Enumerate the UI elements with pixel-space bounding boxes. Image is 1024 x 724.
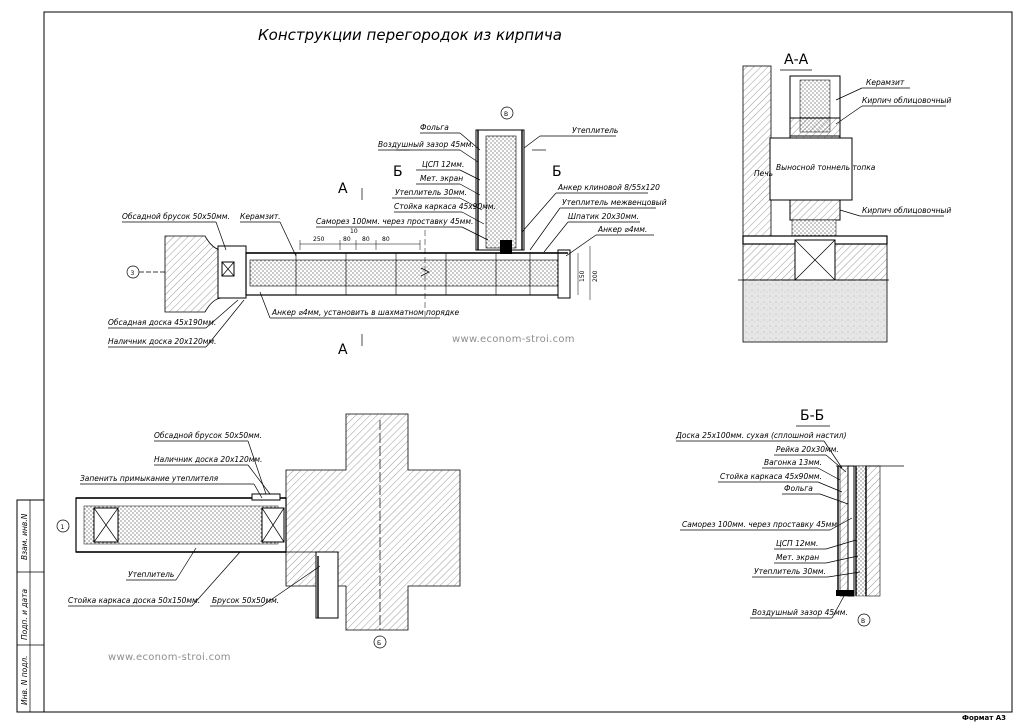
label-bb-air-gap: Воздушный зазор 45мм.: [752, 608, 848, 617]
center-label-group: Фольга Воздушный зазор 45мм. ЦСП 12мм. М…: [316, 123, 496, 241]
label-pb-brusok: Брусок 50x50мм.: [212, 596, 279, 605]
label-anchor-wedge: Анкер клиновой 8/55x120: [557, 183, 660, 192]
label-bb-samorez: Саморез 100мм. через проставку 45мм.: [682, 520, 839, 529]
label-aa-tunnel: Выносной тоннель топка: [776, 163, 876, 172]
label-keramzit-top: Керамзит.: [240, 212, 281, 221]
label-shpatik: Шпатик 20x30мм.: [568, 212, 639, 221]
label-uteplitel-top: Утеплитель: [572, 126, 618, 135]
section-bb: Б-Б В Доска 25x100мм. сухая (сплошной на…: [675, 408, 904, 627]
format-label: Формат А3: [962, 714, 1006, 722]
label-nalichnik-top: Наличник доска 20x120мм.: [108, 337, 216, 346]
watermark-bottom: www.econom-stroi.com: [108, 652, 231, 663]
stamp-strip: Взам. инв.N Подп. и дата Инв. N подл.: [16, 499, 45, 713]
stamp-replace-inv: Взам. инв.N: [20, 513, 29, 560]
label-bb-stoika: Стойка каркаса 45x90мм.: [720, 472, 822, 481]
right-label-group: Утеплитель Анкер клиновой 8/55x120 Утепл…: [521, 126, 667, 257]
sheet-frame: [43, 11, 1013, 713]
section-aa: А-А Керамзит Кирпич облицовочный Печь Вы…: [738, 52, 951, 343]
label-bb-doska: Доска 25x100мм. сухая (сплошной настил): [675, 431, 847, 440]
label-interventsovy: Утеплитель межвенцовый: [562, 198, 667, 207]
label-bb-folga: Фольга: [784, 484, 813, 493]
dim-200: 200: [592, 270, 599, 282]
label-pb-stoika: Стойка каркаса доска 50x150мм.: [68, 596, 200, 605]
watermark-top: www.econom-stroi.com: [452, 334, 575, 345]
section-aa-title: А-А: [784, 52, 809, 68]
label-bb-tssp: ЦСП 12мм.: [776, 539, 818, 548]
plan-top: 3 В А А Б Б 250 10 80 80 80 150 200: [108, 106, 667, 358]
label-anchor-4-top: Анкер ⌀4мм.: [597, 225, 647, 234]
label-pb-obsadnoi: Обсадной брусок 50x50мм.: [154, 431, 262, 440]
label-bb-reika: Рейка 20x30мм.: [776, 445, 839, 454]
axis-3-marker: 3: [131, 270, 135, 277]
label-anchor-note: Анкер ⌀4мм, установить в шахматном поряд…: [271, 308, 460, 317]
label-met-screen-top: Мет. экран: [420, 174, 463, 183]
label-samorez-top: Саморез 100мм. через проставку 45мм.: [316, 217, 473, 226]
label-bb-met-screen: Мет. экран: [776, 553, 819, 562]
label-folga-top: Фольга: [420, 123, 449, 132]
dim-10: 10: [350, 228, 358, 235]
label-obsadnaya-doska: Обсадная доска 45x190мм.: [108, 318, 216, 327]
dim-80-b: 80: [362, 236, 370, 243]
dim-80-a: 80: [343, 236, 351, 243]
stamp-inv-orig: Инв. N подл.: [20, 655, 29, 705]
label-tssp-top: ЦСП 12мм.: [422, 160, 464, 169]
dim-150: 150: [579, 270, 586, 282]
label-aa-keramzit: Керамзит: [866, 78, 905, 87]
label-pb-uteplitel: Утеплитель: [128, 570, 174, 579]
label-bb-insul: Утеплитель 30мм.: [754, 567, 826, 576]
axis-v-marker-top: В: [504, 111, 508, 118]
label-pb-nalichnik: Наличник доска 20x120мм.: [154, 455, 262, 464]
axis-v-marker-bb: В: [861, 618, 865, 625]
cut-a-top: А: [338, 181, 348, 197]
label-aa-brick-bottom: Кирпич облицовочный: [862, 206, 951, 215]
stamp-sign-date: Подп. и дата: [20, 589, 29, 640]
bb-label-group: Доска 25x100мм. сухая (сплошной настил) …: [675, 431, 861, 619]
dim-250: 250: [313, 236, 325, 243]
label-aa-brick-top: Кирпич облицовочный: [862, 96, 951, 105]
label-aa-pech: Печь: [754, 169, 773, 178]
section-bb-title: Б-Б: [800, 408, 824, 424]
label-obsadnoi-brusok: Обсадной брусок 50x50мм.: [122, 212, 230, 221]
cut-b-right: Б: [552, 164, 562, 180]
plan-bottom: 1 Б Обсадной брусок 50x50мм. Наличник до…: [56, 413, 461, 649]
label-pb-foam: Запенить примыкание утеплителя: [80, 474, 219, 483]
cut-a-bottom: А: [338, 342, 348, 358]
axis-1-marker: 1: [61, 524, 65, 531]
axis-b-marker: Б: [377, 640, 381, 647]
cut-b-left: Б: [393, 164, 403, 180]
dim-80-c: 80: [382, 236, 390, 243]
label-air-gap-top: Воздушный зазор 45мм.: [378, 140, 474, 149]
label-stoika-top: Стойка каркаса 45x90мм.: [394, 202, 496, 211]
label-bb-vagonka: Вагонка 13мм.: [764, 458, 822, 467]
label-insul-30-top: Утеплитель 30мм.: [395, 188, 467, 197]
drawing-title: Конструкции перегородок из кирпича: [258, 26, 562, 44]
